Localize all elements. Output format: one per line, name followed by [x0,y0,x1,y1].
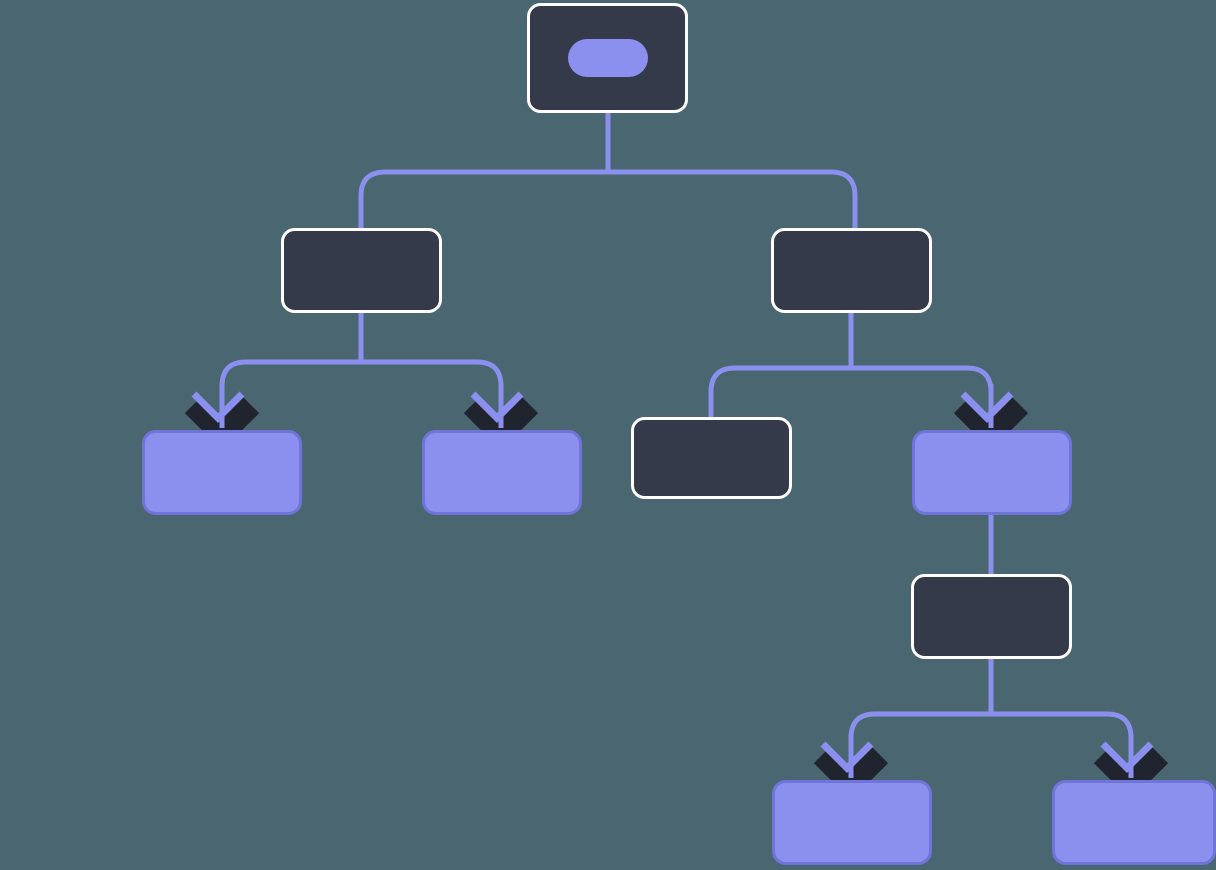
root-node[interactable] [527,3,688,113]
leaf-node-a[interactable] [142,430,302,515]
branch-node-right[interactable] [771,228,932,313]
branch-node-left[interactable] [281,228,442,313]
arrowhead-into-leaf-b [463,384,539,451]
node-body [1052,780,1216,865]
node-body [631,417,792,499]
edge-bus-right-children [708,365,994,430]
arrowhead-into-leaf-d [953,384,1029,451]
edge-bus-left-children [219,359,504,430]
node-body [422,430,582,515]
leaf-node-f[interactable] [772,780,932,865]
chevron-down-icon [1100,741,1154,773]
chevron-down-icon [960,391,1014,423]
chevron-down-icon [820,741,874,773]
leaf-node-b[interactable] [422,430,582,515]
node-body [771,228,932,313]
node-pill-badge [568,39,648,77]
node-body [772,780,932,865]
edges-layer [219,58,1134,780]
node-body [912,430,1072,515]
chevron-down-icon [191,391,245,423]
arrowhead-into-leaf-g [1093,734,1169,801]
branch-node-e[interactable] [911,574,1072,659]
chevron-down-icon [470,391,524,423]
node-body [911,574,1072,659]
node-body [281,228,442,313]
arrowhead-into-leaf-f [813,734,889,801]
arrowhead-into-leaf-a [184,384,260,451]
node-body [142,430,302,515]
leaf-node-g[interactable] [1052,780,1216,865]
plain-node-c[interactable] [631,417,792,499]
edge-bus-bottom-children [848,711,1134,780]
branch-leaf-node-d[interactable] [912,430,1072,515]
nodes-layer [142,3,1216,865]
edge-bus-level1 [358,169,858,270]
